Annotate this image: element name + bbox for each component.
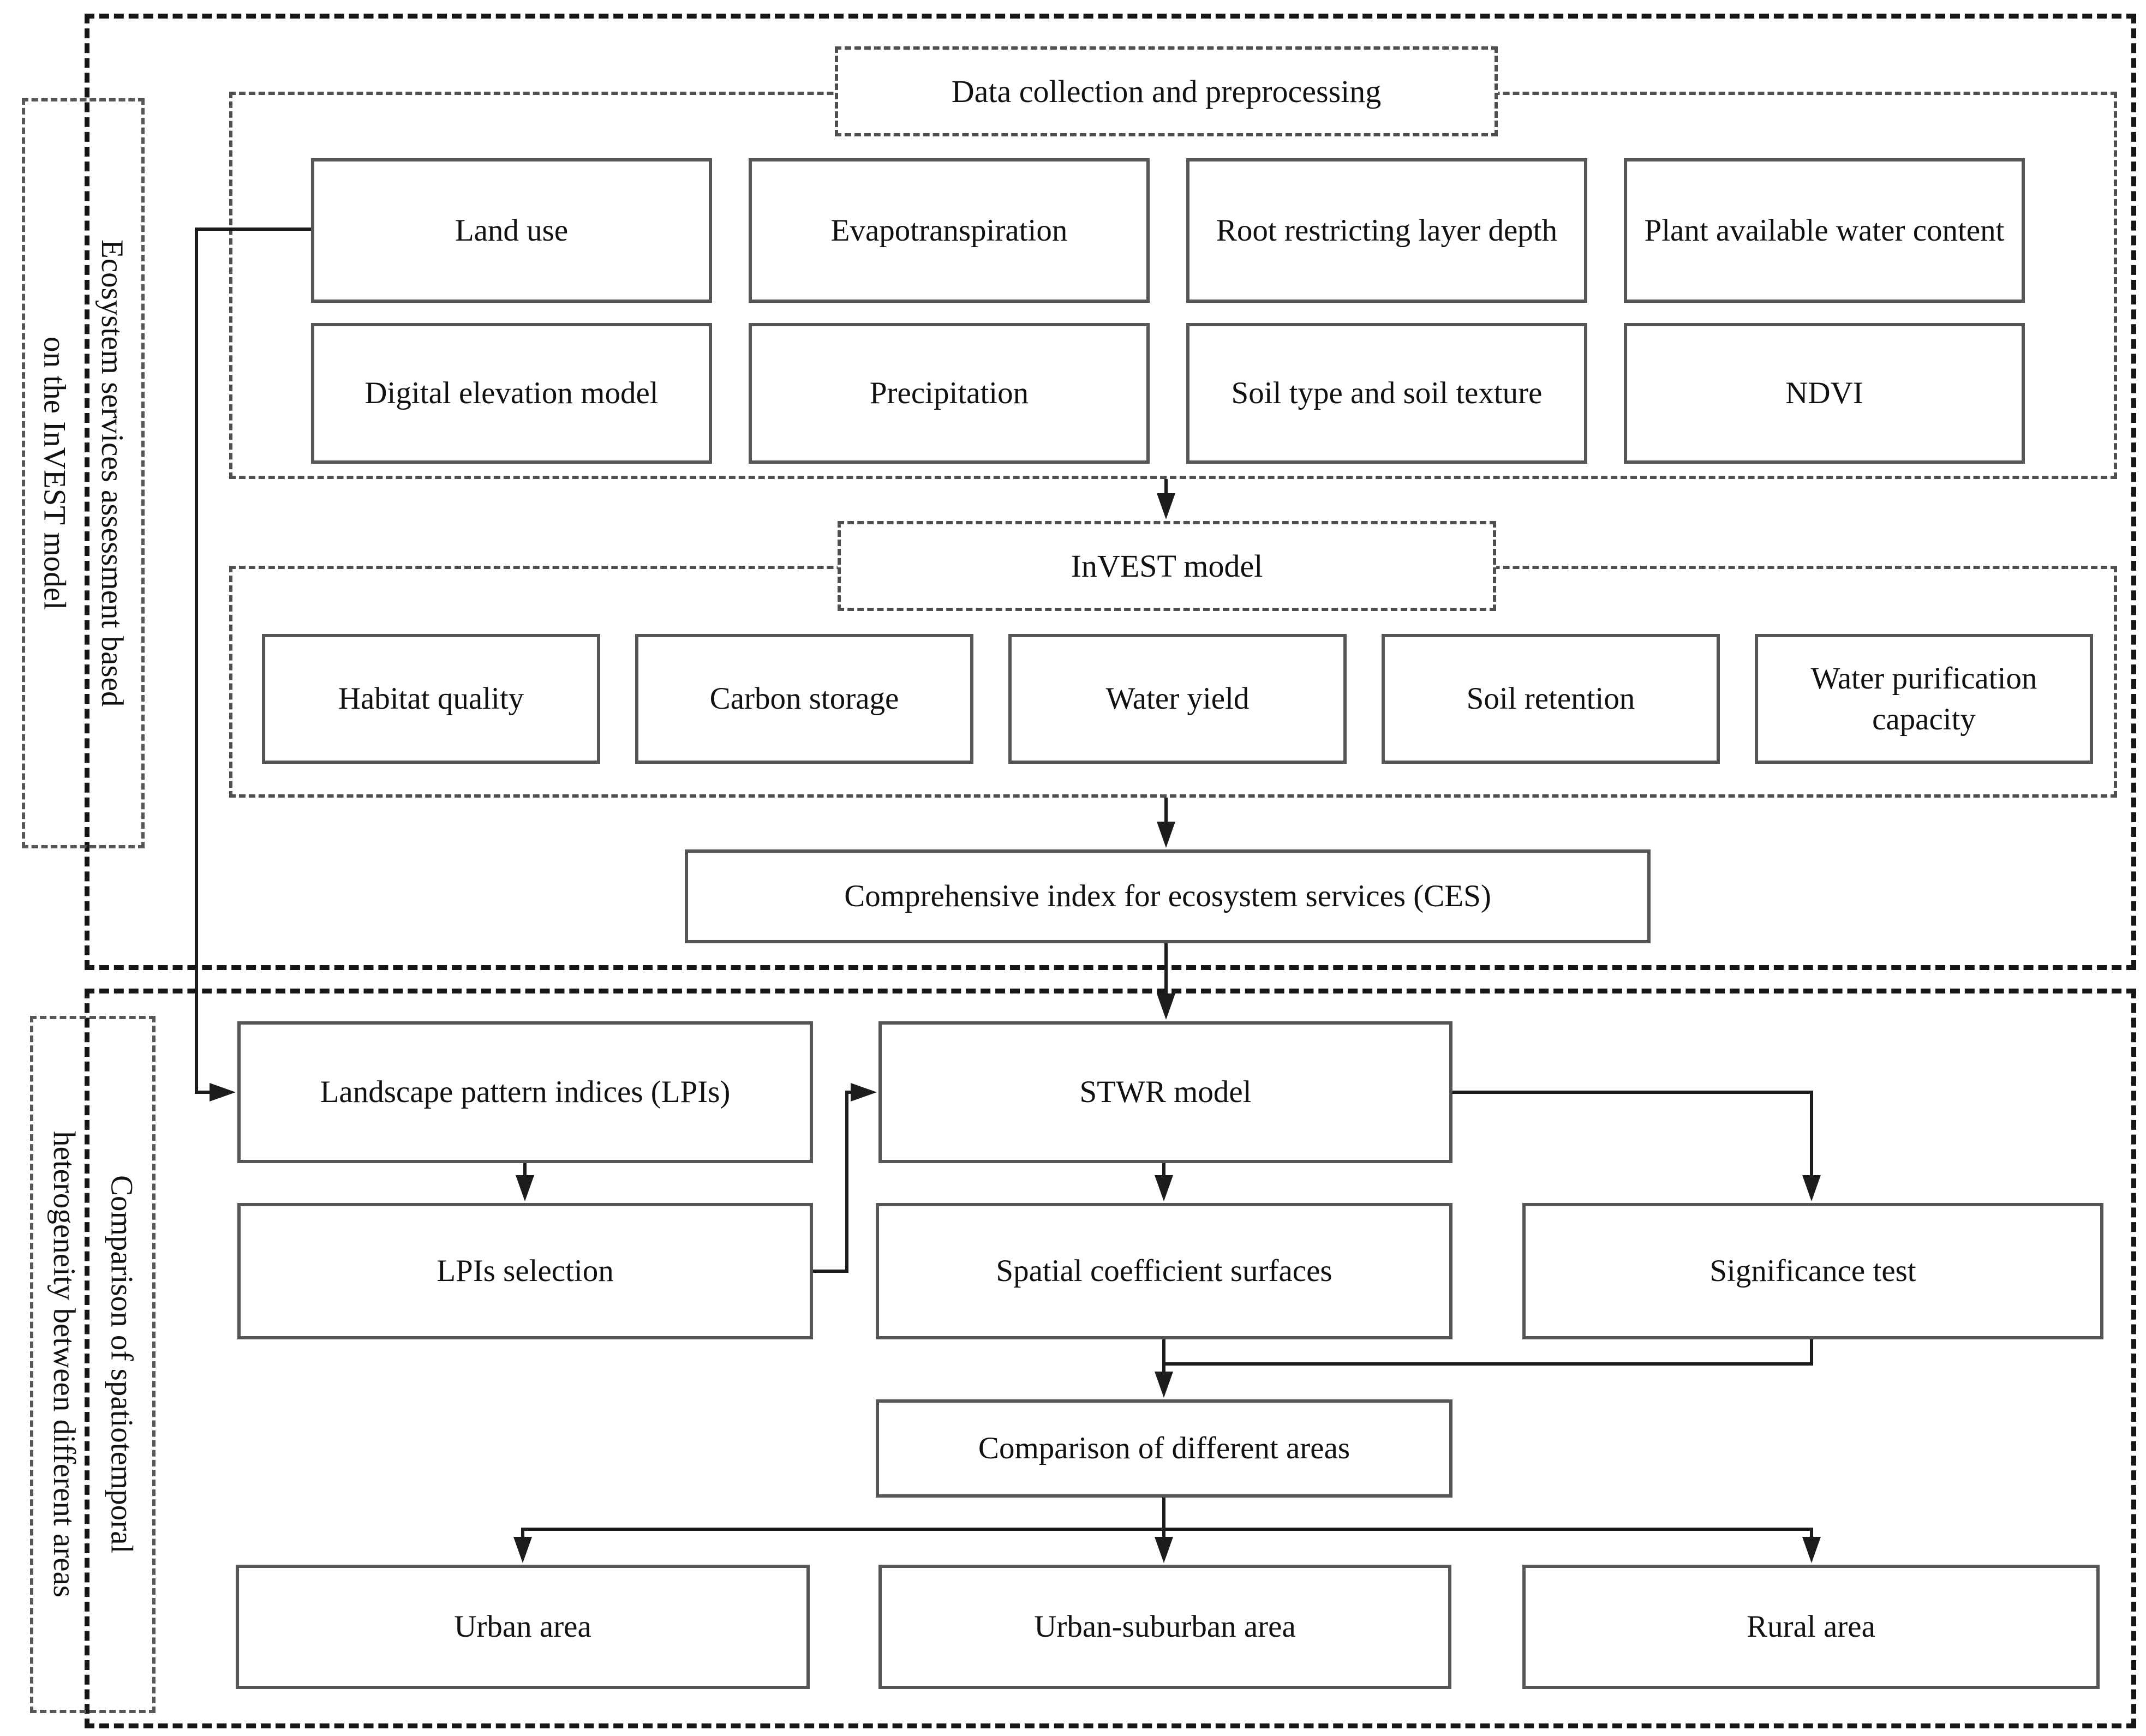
bottom-section-frame	[85, 989, 2136, 1728]
box-land-use-label: Land use	[455, 213, 569, 248]
arrowhead-stwr-scs	[1155, 1175, 1173, 1201]
top-side-label-box: Ecosystem services assessment based on t…	[22, 98, 145, 848]
bottom-side-label: Comparison of spatiotemporal heterogenei…	[35, 1131, 151, 1597]
invest-group-title: InVEST model	[1071, 548, 1263, 584]
bottom-side-label-line1: Comparison of spatiotemporal	[104, 1175, 139, 1554]
box-rural-area-label: Rural area	[1747, 1609, 1875, 1644]
connector-significance-down	[1810, 1339, 1813, 1366]
connector-trunk-to-lpi	[195, 1091, 213, 1094]
box-urban-area-label: Urban area	[454, 1609, 591, 1644]
box-habitat-quality-label: Habitat quality	[338, 681, 524, 716]
box-habitat-quality: Habitat quality	[262, 634, 600, 764]
connector-significance-drop	[1810, 1091, 1813, 1177]
box-significance-label: Significance test	[1709, 1254, 1916, 1289]
arrowhead-datagroup-invest	[1157, 493, 1175, 519]
box-rural-area: Rural area	[1522, 1565, 2100, 1689]
box-evapotranspiration-label: Evapotranspiration	[830, 213, 1068, 248]
box-urban-suburban-label: Urban-suburban area	[1034, 1609, 1296, 1644]
connector-comparison-down	[1162, 1498, 1165, 1541]
box-plant-available-water-content: Plant available water content	[1624, 158, 2025, 303]
box-significance-test: Significance test	[1522, 1203, 2103, 1339]
box-coefficient-label: Spatial coefficient surfaces	[996, 1254, 1332, 1289]
arrowhead-urban-suburban	[1155, 1537, 1173, 1563]
box-ces: Comprehensive index for ecosystem servic…	[685, 849, 1651, 943]
box-dem-label: Digital elevation model	[364, 376, 659, 411]
connector-lpi-selection	[523, 1163, 527, 1178]
box-stwr-model: STWR model	[878, 1021, 1452, 1163]
box-water-purification-capacity: Water purification capacity	[1755, 634, 2093, 764]
arrowhead-rural	[1802, 1537, 1821, 1563]
box-stwr-label: STWR model	[1079, 1075, 1252, 1110]
box-digital-elevation-model: Digital elevation model	[311, 323, 712, 464]
box-land-use: Land use	[311, 158, 712, 303]
connector-rural-drop	[1810, 1529, 1813, 1540]
invest-group-title-box: InVEST model	[838, 521, 1496, 611]
box-carbon-storage-label: Carbon storage	[709, 681, 899, 716]
arrowhead-invest-ces	[1157, 822, 1175, 848]
box-comparison-of-areas: Comparison of different areas	[876, 1399, 1452, 1498]
connector-distribution	[521, 1528, 1813, 1531]
arrowhead-significance	[1802, 1175, 1821, 1201]
bottom-side-label-line2: heterogeneity between different areas	[47, 1131, 81, 1598]
connector-stwr-scs	[1162, 1163, 1165, 1178]
box-ndvi-label: NDVI	[1785, 376, 1863, 411]
connector-selection-right	[813, 1270, 848, 1273]
box-urban-suburban-area: Urban-suburban area	[878, 1565, 1451, 1689]
box-ndvi: NDVI	[1624, 323, 2025, 464]
arrowhead-trunk-lpi	[210, 1083, 236, 1102]
connector-datagroup-invest	[1164, 479, 1168, 499]
connector-trunk-vertical	[195, 228, 198, 1092]
box-soil-type-texture: Soil type and soil texture	[1186, 323, 1587, 464]
top-side-label-line2: on the InVEST model	[37, 337, 72, 610]
box-soil-type-label: Soil type and soil texture	[1231, 376, 1543, 411]
box-evapotranspiration: Evapotranspiration	[749, 158, 1150, 303]
box-lpi-label: Landscape pattern indices (LPIs)	[320, 1075, 731, 1110]
box-soil-retention: Soil retention	[1382, 634, 1720, 764]
box-carbon-storage: Carbon storage	[635, 634, 973, 764]
data-group-title: Data collection and preprocessing	[951, 73, 1382, 109]
connector-landuse-stub	[195, 228, 311, 231]
box-lpi-selection: LPIs selection	[237, 1203, 813, 1339]
top-section-frame	[85, 14, 2136, 970]
connector-stwr-right	[1452, 1091, 1813, 1094]
box-root-restricting-layer-depth: Root restricting layer depth	[1186, 158, 1587, 303]
connector-merge-horizontal	[1162, 1362, 1813, 1366]
bottom-side-label-box: Comparison of spatiotemporal heterogenei…	[30, 1016, 156, 1713]
connector-urban-drop	[521, 1529, 524, 1540]
connector-invest-ces	[1164, 798, 1168, 824]
arrowhead-lpi-selection	[516, 1175, 534, 1201]
box-soil-retention-label: Soil retention	[1466, 681, 1635, 716]
box-precipitation-label: Precipitation	[869, 376, 1029, 411]
top-side-label-line1: Ecosystem services assessment based	[94, 240, 129, 707]
top-side-label: Ecosystem services assessment based on t…	[26, 240, 141, 707]
box-water-purification-label: Water purification capacity	[1810, 661, 2037, 737]
arrowhead-ces-stwr	[1157, 993, 1175, 1020]
box-water-yield-label: Water yield	[1105, 681, 1250, 716]
box-precipitation: Precipitation	[749, 323, 1150, 464]
box-root-restricting-label: Root restricting layer depth	[1216, 213, 1558, 248]
box-ces-label: Comprehensive index for ecosystem servic…	[844, 879, 1491, 914]
box-urban-area: Urban area	[236, 1565, 810, 1689]
box-landscape-pattern-indices: Landscape pattern indices (LPIs)	[237, 1021, 813, 1163]
connector-selection-stwr	[845, 1091, 854, 1094]
arrowhead-selection-stwr	[851, 1083, 877, 1102]
arrowhead-comparison	[1155, 1372, 1173, 1398]
box-plant-available-label: Plant available water content	[1644, 213, 2005, 248]
connector-scs-down	[1162, 1339, 1165, 1366]
box-spatial-coefficient-surfaces: Spatial coefficient surfaces	[876, 1203, 1452, 1339]
data-group-title-box: Data collection and preprocessing	[835, 46, 1498, 136]
connector-merge-down	[1162, 1362, 1165, 1374]
box-comparison-label: Comparison of different areas	[978, 1431, 1350, 1466]
box-water-yield: Water yield	[1008, 634, 1347, 764]
box-lpi-selection-label: LPIs selection	[437, 1254, 614, 1289]
arrowhead-urban	[513, 1537, 532, 1563]
connector-ces-stwr	[1164, 942, 1168, 996]
connector-selection-up	[845, 1092, 848, 1273]
